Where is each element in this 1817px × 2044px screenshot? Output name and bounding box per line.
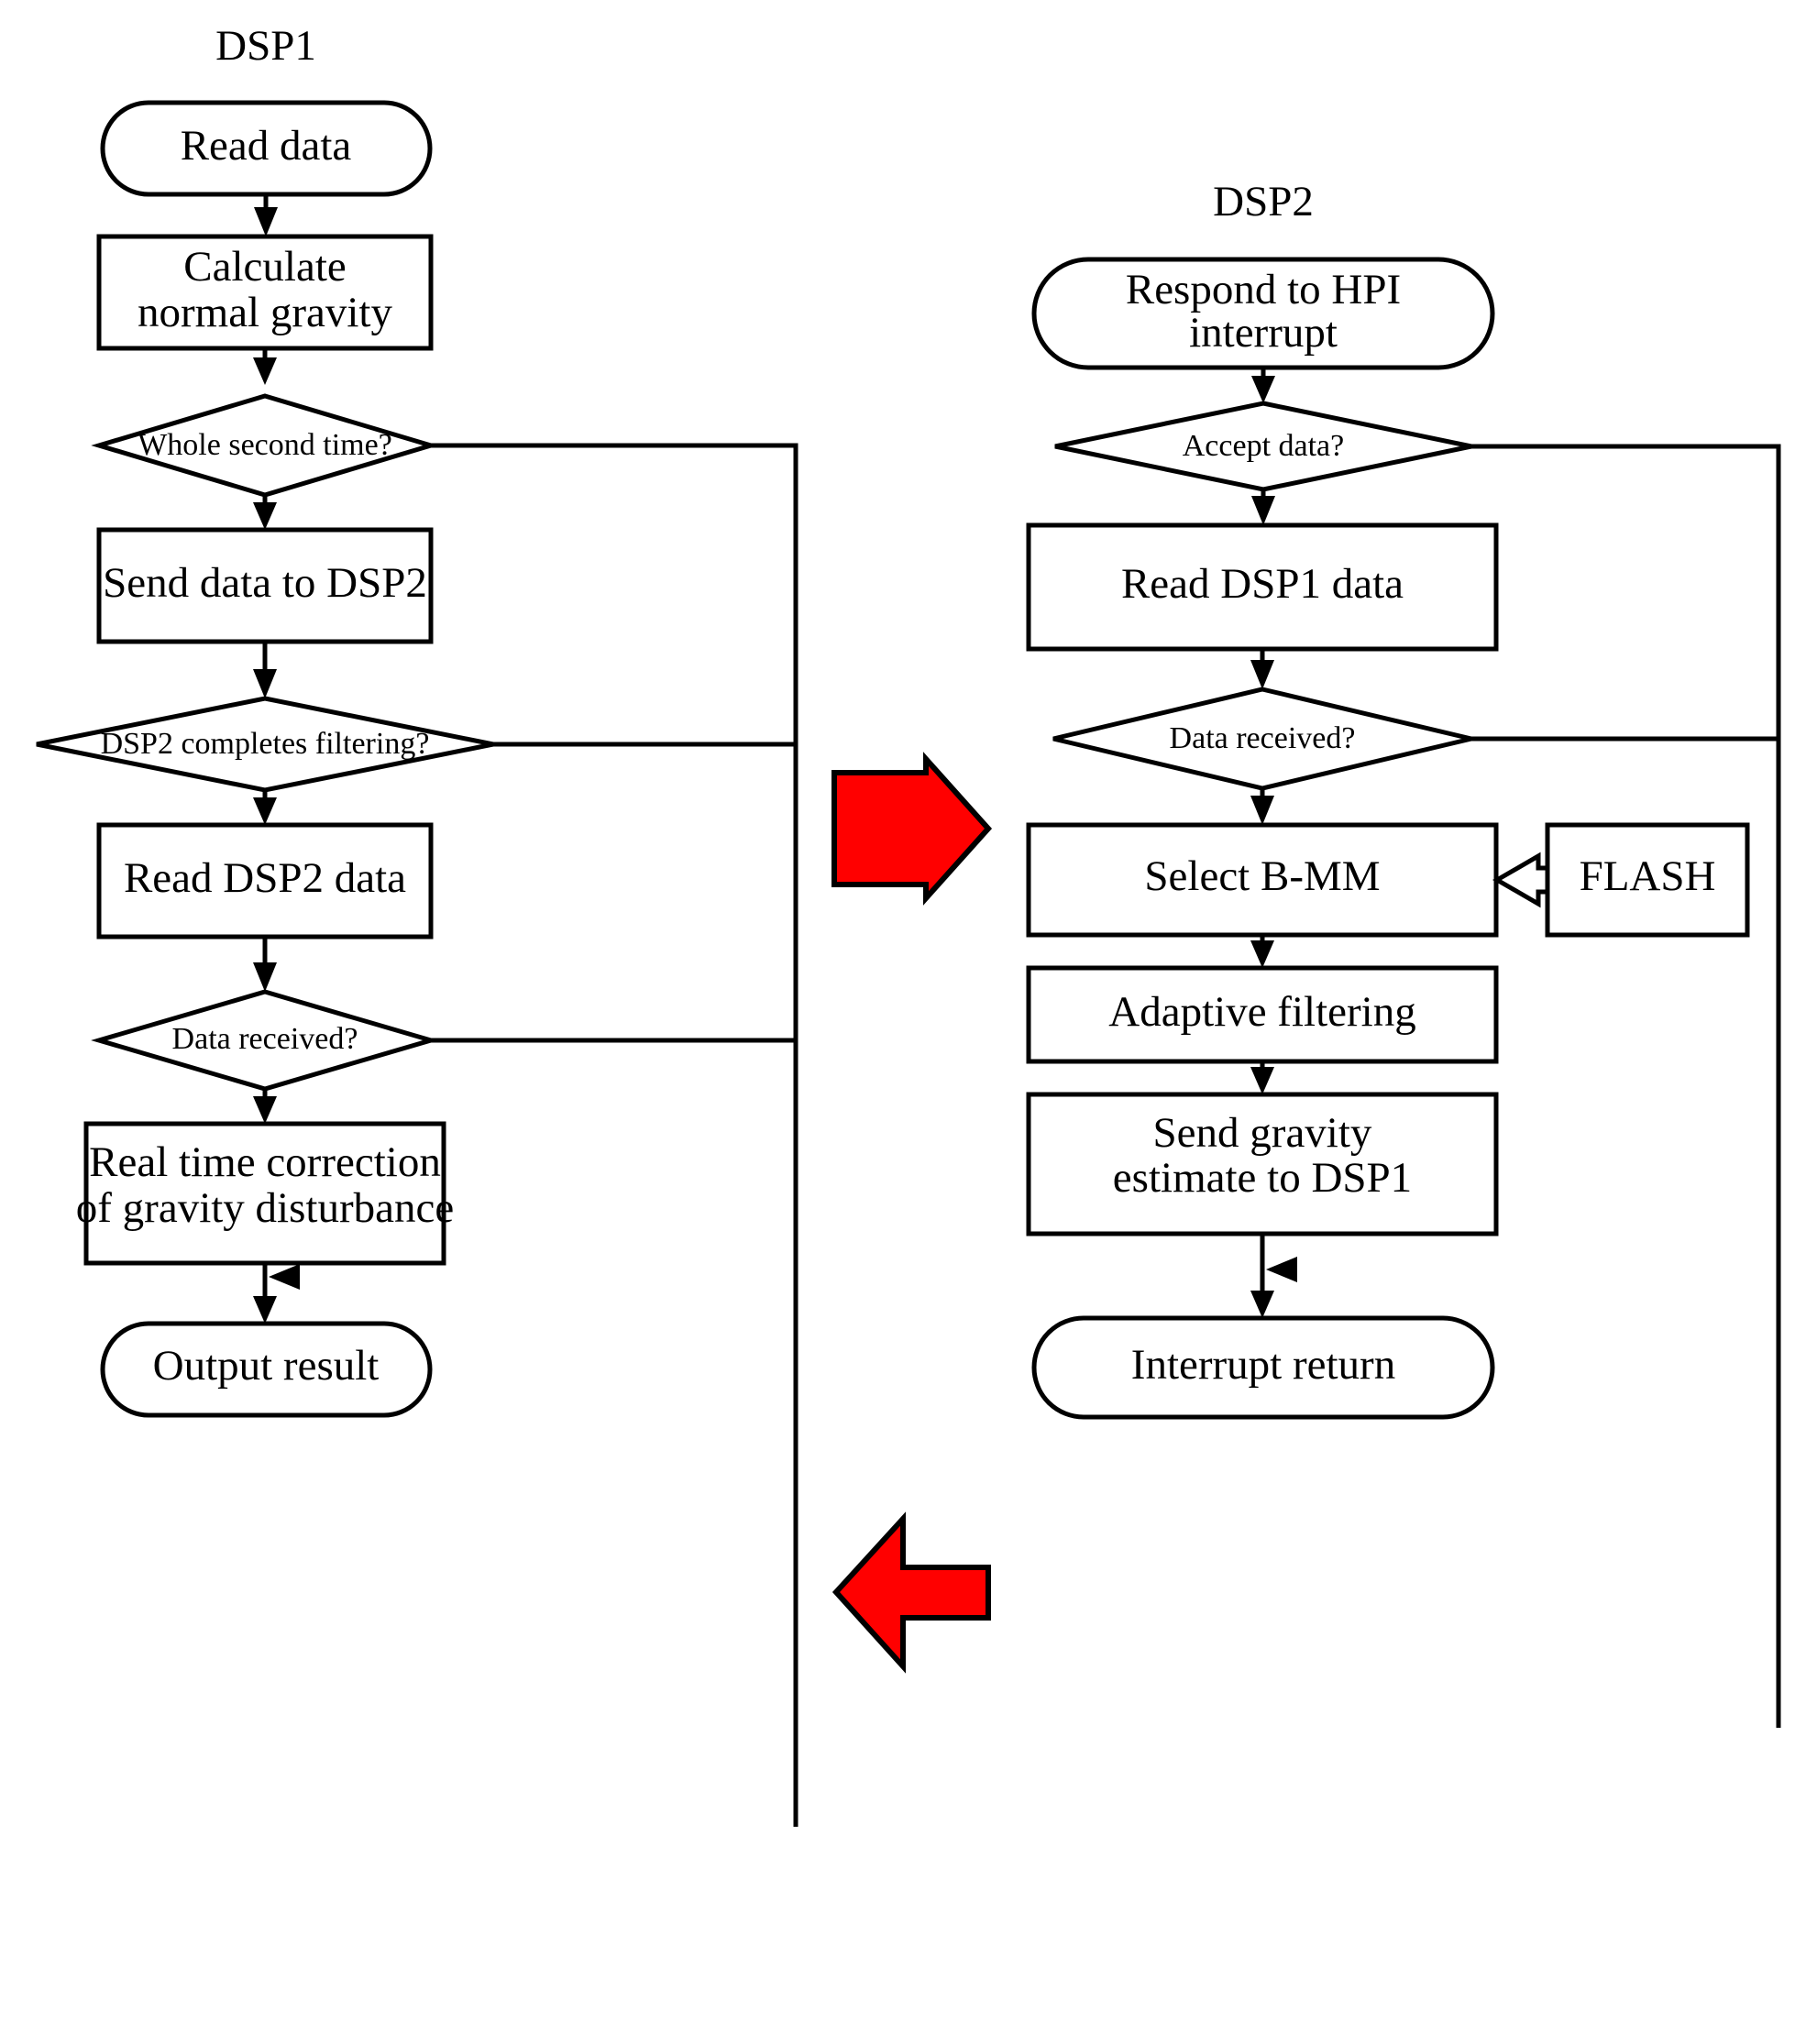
node-flash-shape <box>1545 822 1750 938</box>
node-respond-to-hpi-interrupt[interactable]: Respond to HPI interrupt <box>1031 257 1495 370</box>
node-send-gravity-estimate-to-dsp1-shape <box>1026 1092 1499 1236</box>
node-send-data-to-dsp2-shape <box>96 527 434 644</box>
node-data-received-left-label: Data received? <box>172 1022 358 1056</box>
node-send-gravity-estimate-to-dsp1-line2: estimate to DSP1 <box>1113 1154 1412 1202</box>
node-output-result-label: Output result <box>153 1342 380 1390</box>
node-select-b-mm-shape <box>1026 822 1499 938</box>
node-whole-second-time[interactable]: Whole second time? <box>91 393 439 498</box>
column-header-dsp1: DSP1 <box>215 22 316 70</box>
node-read-dsp1-data-shape <box>1026 522 1499 652</box>
node-read-data[interactable]: Read data <box>100 100 433 197</box>
arrowhead-l1-l2 <box>254 207 278 236</box>
arrowhead-r4-r5 <box>1250 796 1274 825</box>
flash-to-select-hollow-arrow-icon <box>1492 852 1550 908</box>
node-interrupt-return-shape <box>1031 1315 1495 1420</box>
arrowhead-l7-l8 <box>253 1096 277 1124</box>
arrowhead-l8-l9 <box>253 1296 277 1324</box>
node-select-b-mm-label: Select B-MM <box>1144 852 1380 900</box>
node-send-gravity-estimate-to-dsp1[interactable]: Send gravity estimate to DSP1 <box>1026 1092 1499 1236</box>
node-adaptive-filtering[interactable]: Adaptive filtering <box>1026 965 1499 1064</box>
node-data-received-left[interactable]: Data received? <box>91 989 439 1092</box>
arrowhead-r5-r6 <box>1250 940 1274 968</box>
node-data-received-right[interactable]: Data received? <box>1052 687 1472 791</box>
node-interrupt-return[interactable]: Interrupt return <box>1031 1315 1495 1420</box>
node-adaptive-filtering-label: Adaptive filtering <box>1108 988 1415 1036</box>
node-read-dsp1-data-label: Read DSP1 data <box>1121 560 1404 608</box>
node-dsp2-completes-filtering[interactable]: DSP2 completes filtering? <box>36 696 494 793</box>
node-whole-second-time-label: Whole second time? <box>138 428 392 462</box>
transfer-arrow-left-icon <box>831 1511 991 1674</box>
node-calculate-normal-gravity-line1: Calculate <box>183 243 346 291</box>
arrowhead-l6-l7 <box>253 962 277 992</box>
node-output-result-shape <box>100 1321 433 1418</box>
node-accept-data-label: Accept data? <box>1183 429 1345 463</box>
node-data-received-right-label: Data received? <box>1170 721 1356 755</box>
arrowhead-right-return-join <box>1266 1257 1297 1282</box>
node-output-result[interactable]: Output result <box>100 1321 433 1418</box>
node-read-data-label: Read data <box>181 122 352 170</box>
arrowhead-l4-l5 <box>253 669 277 698</box>
edge-bypass-accept-data <box>1471 444 1781 1728</box>
node-send-data-to-dsp2[interactable]: Send data to DSP2 <box>96 527 434 644</box>
node-calculate-normal-gravity-line2: normal gravity <box>138 289 393 336</box>
left-column-group: DSP1 Read data Calculate normal gravity … <box>36 22 798 1827</box>
node-read-dsp2-data-shape <box>96 822 434 940</box>
node-read-dsp2-data-label: Read DSP2 data <box>124 854 406 902</box>
node-dsp2-completes-filtering-label: DSP2 completes filtering? <box>101 727 430 761</box>
node-interrupt-return-label: Interrupt return <box>1131 1341 1395 1389</box>
transfer-arrow-right-icon <box>831 752 993 906</box>
node-select-b-mm[interactable]: Select B-MM <box>1026 822 1499 938</box>
node-send-gravity-estimate-to-dsp1-line1: Send gravity <box>1153 1109 1372 1157</box>
node-read-dsp1-data[interactable]: Read DSP1 data <box>1026 522 1499 652</box>
arrowhead-r7-r8 <box>1250 1291 1274 1318</box>
node-respond-to-hpi-interrupt-line2: interrupt <box>1189 309 1338 357</box>
node-respond-to-hpi-interrupt-line1: Respond to HPI <box>1126 266 1401 313</box>
arrowhead-l5-l6 <box>253 797 277 825</box>
arrowhead-r3-r4 <box>1250 660 1274 689</box>
node-adaptive-filtering-shape <box>1026 965 1499 1064</box>
node-real-time-correction-shape <box>83 1121 446 1266</box>
arrowhead-left-return-join <box>269 1264 300 1290</box>
node-flash[interactable]: FLASH <box>1545 822 1750 938</box>
column-header-dsp2: DSP2 <box>1213 178 1314 225</box>
node-real-time-correction-line1: Real time correction <box>89 1138 441 1186</box>
node-flash-label: FLASH <box>1580 852 1716 900</box>
edge-bypass-whole-second-time <box>431 443 798 1827</box>
arrowhead-l3-l4 <box>253 502 277 530</box>
arrowhead-r2-r3 <box>1251 496 1275 525</box>
arrowhead-l2-l3 <box>253 357 277 385</box>
node-accept-data[interactable]: Accept data? <box>1054 401 1472 492</box>
transfer-arrows-group <box>831 752 993 1674</box>
right-column-group: DSP2 Respond to HPI interrupt Accept dat… <box>1026 178 1781 1728</box>
node-real-time-correction-line2: of gravity disturbance <box>76 1184 454 1232</box>
arrowhead-r1-r2 <box>1251 376 1275 403</box>
node-calculate-normal-gravity[interactable]: Calculate normal gravity <box>96 234 434 351</box>
arrowhead-r6-r7 <box>1250 1067 1274 1094</box>
node-read-dsp2-data[interactable]: Read DSP2 data <box>96 822 434 940</box>
node-send-data-to-dsp2-label: Send data to DSP2 <box>103 559 427 607</box>
node-real-time-correction[interactable]: Real time correction of gravity disturba… <box>76 1121 454 1266</box>
node-calculate-normal-gravity-shape <box>96 234 434 351</box>
